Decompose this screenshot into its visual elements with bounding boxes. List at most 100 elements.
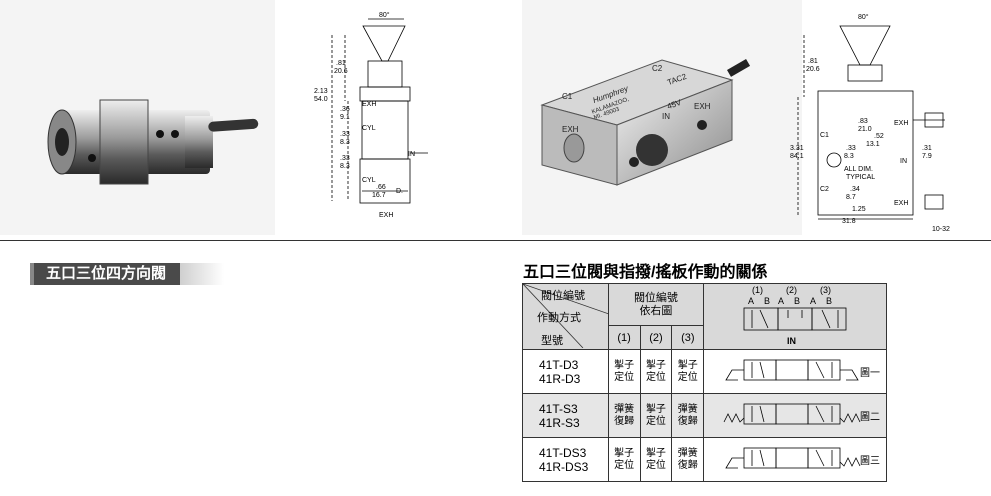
r-dim-318: 31.8: [842, 218, 856, 225]
sym-in: IN: [787, 336, 796, 346]
cell-text: 彈簧: [677, 403, 698, 415]
cell-text: 定位: [645, 415, 666, 427]
valve-pos-header-l1: 閥位編號: [633, 291, 678, 304]
dim-036: .36: [340, 106, 350, 113]
sym-port-a2: A: [778, 296, 784, 306]
cell-text: 定位: [645, 371, 666, 383]
symbol-cell: 圖三: [703, 437, 887, 482]
dim-083a: 8.3: [340, 139, 350, 146]
section-title: 五口三位四方向閥: [29, 263, 225, 285]
table-title: 五口三位閥與指撥/搖板作動的關係: [523, 264, 768, 281]
cell-text: 復歸: [677, 459, 698, 471]
table-row: 41T-S3 41R-S3 彈簧復歸 掣子定位 彈簧復歸 圖二: [522, 393, 887, 438]
pos3-cell: 彈簧復歸: [671, 393, 705, 438]
sym-pos3: (3): [820, 285, 831, 295]
valve-position-table: 閥位編號 作動方式 型號 閥位編號 依右圖 (1) (2) (3) A B A …: [522, 282, 887, 482]
figure-tag: 圖三: [860, 456, 880, 467]
cell-text: 定位: [677, 371, 698, 383]
port-exh-top: EXH: [362, 101, 376, 108]
pos1-cell: 彈簧復歸: [607, 393, 641, 438]
cell-text: 掣子: [645, 359, 666, 371]
cell-text: 定位: [614, 459, 635, 471]
r-dim-131: 13.1: [866, 141, 880, 148]
pos3-cell: 彈簧復歸: [671, 437, 705, 482]
sym-port-b1: B: [764, 296, 770, 306]
dim-033b: .33: [340, 155, 350, 162]
r-dim-081: .81: [808, 58, 818, 65]
valve-pos-header: 閥位編號 依右圖: [607, 282, 705, 327]
block-label-c2: C2: [652, 64, 663, 73]
r-label-exh-bottom: EXH: [894, 200, 908, 207]
r-dim-052: .52: [874, 133, 884, 140]
sym-pos2: (2): [786, 285, 797, 295]
block-exh-right: EXH: [694, 102, 711, 111]
block-exh-left: EXH: [562, 125, 579, 134]
symbol-header: (1) (2) (3) A B A B A B IN: [703, 283, 887, 350]
symbol-cell: 圖一: [703, 349, 887, 394]
dim-091: 9.1: [340, 114, 350, 121]
dim-angle: 80°: [379, 11, 390, 19]
port-cyl-bottom: CYL: [362, 177, 376, 184]
r-dim-031: .31: [922, 145, 932, 152]
r-dim-083b: 8.3: [844, 153, 854, 160]
dim-167: 16.7: [372, 192, 386, 199]
r-dim-034: .34: [850, 186, 860, 193]
block-in: IN: [662, 112, 670, 121]
sym-pos1: (1): [752, 285, 763, 295]
cell-text: 掣子: [645, 447, 666, 459]
model-cell: 41T-DS3 41R-DS3: [522, 437, 609, 482]
r-dim-331: 3.31: [790, 145, 804, 152]
r-label-exh-top: EXH: [894, 120, 908, 127]
r-label-c2: C2: [820, 186, 829, 193]
col2-header: (2): [639, 325, 673, 350]
dim-033a: .33: [340, 131, 350, 138]
model-cell: 41T-D3 41R-D3: [522, 349, 609, 394]
model-name: 41T-D3: [539, 357, 579, 372]
r-note-2: TYPICAL: [846, 174, 875, 181]
r-dim-841: 84.1: [790, 153, 804, 160]
corner-line3: 型號: [541, 335, 563, 347]
dim-083b: 8.3: [340, 163, 350, 170]
table-row: 41T-DS3 41R-DS3 掣子定位 掣子定位 彈簧復歸 圖三: [522, 437, 887, 482]
corner-line2: 作動方式: [537, 312, 581, 324]
block-valve-dimension-drawing: 80° .81 20.6 3.31 84.1 .83 21.0 .52 13.1…: [790, 13, 950, 233]
port-exh-bottom: EXH: [379, 212, 393, 219]
cell-text: 掣子: [614, 447, 635, 459]
sym-port-b3: B: [826, 296, 832, 306]
r-dim-087: 8.7: [846, 194, 856, 201]
toggle-valve-illustration: [47, 99, 259, 185]
port-cyl-top: CYL: [362, 125, 376, 132]
model-name: 41R-DS3: [539, 459, 589, 474]
dim-066: .66: [376, 184, 386, 191]
cell-text: 定位: [645, 459, 666, 471]
valve-symbol-detent-spring: [725, 447, 861, 469]
r-dim-033: .33: [846, 145, 856, 152]
corner-line1: 閥位編號: [541, 290, 585, 302]
r-dim-083: .83: [858, 118, 868, 125]
pos2-cell: 掣子定位: [639, 349, 673, 394]
dim-081: .81: [336, 60, 346, 67]
col3-header: (3): [671, 325, 705, 350]
cell-text: 定位: [614, 371, 635, 383]
model-name: 41T-S3: [539, 401, 578, 416]
col1-header: (1): [607, 325, 641, 350]
r-dim-210: 21.0: [858, 126, 872, 133]
cell-text: 彈簧: [614, 403, 635, 415]
r-label-in: IN: [900, 158, 907, 165]
dim-206: 20.6: [334, 68, 348, 75]
pos2-cell: 掣子定位: [639, 393, 673, 438]
block-valve-illustration: [540, 59, 751, 186]
valve-symbol-legend: (1) (2) (3) A B A B A B IN: [743, 285, 847, 346]
model-name: 41R-S3: [539, 415, 580, 430]
table-corner-cell: 閥位編號 作動方式 型號: [522, 283, 609, 350]
symbol-cell: 圖二: [703, 393, 887, 438]
valve-symbol-detent: [725, 359, 859, 381]
section-divider: [0, 240, 991, 241]
r-dim-206: 20.6: [806, 66, 820, 73]
dim-540: 54.0: [314, 96, 328, 103]
cell-text: 掣子: [645, 403, 666, 415]
model-name: 41T-DS3: [539, 445, 587, 460]
cell-text: 復歸: [614, 415, 635, 427]
label-d: D.: [396, 188, 403, 195]
r-label-c1: C1: [820, 132, 829, 139]
